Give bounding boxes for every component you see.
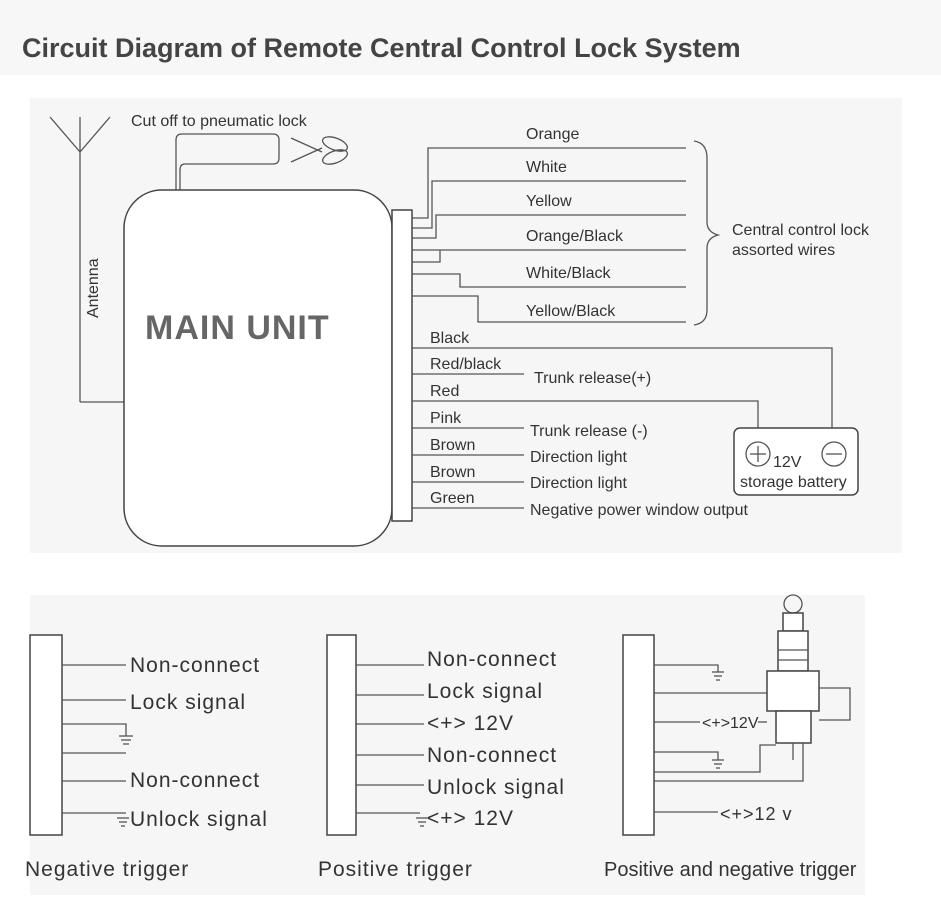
neg-non-connect-2: Non-connect (130, 769, 260, 792)
battery-voltage-label: 12V (773, 454, 802, 471)
direction-light-label-1: Direction light (530, 449, 627, 466)
wire-label-brown-2: Brown (430, 464, 475, 481)
central-lock-wire-group (412, 147, 686, 323)
direction-light-label-2: Direction light (530, 475, 627, 492)
wire-label-pink: Pink (430, 410, 462, 427)
wire-label-white-black: White/Black (526, 265, 611, 282)
negative-trigger-caption: Negative trigger (25, 858, 189, 881)
wire-label-red-black: Red/black (430, 356, 502, 373)
central-lock-label-line1: Central control lock (732, 222, 870, 239)
pos-neg-trigger-wires (654, 664, 804, 813)
neg-lock-signal: Lock signal (130, 691, 246, 714)
positive-trigger-caption: Positive trigger (318, 858, 473, 881)
positive-trigger-wires (356, 664, 424, 814)
main-unit-box (123, 189, 393, 547)
pos-neg-trigger-caption: Positive and negative trigger (604, 859, 857, 881)
pos-lock-signal: Lock signal (427, 680, 543, 703)
pn-12v-1: <+>12V (702, 715, 759, 732)
pn-12v-2: <+>12 v (720, 804, 793, 824)
ground-icon (712, 671, 724, 681)
antenna-icon (49, 116, 124, 403)
wire-label-green: Green (430, 490, 474, 507)
minus-terminal-icon (821, 441, 847, 467)
wire-label-black: Black (430, 330, 470, 347)
neg-non-connect-1: Non-connect (130, 654, 260, 677)
negative-trigger-connector (29, 634, 63, 836)
main-unit-label: MAIN UNIT (145, 309, 330, 347)
central-lock-label-line2: assorted wires (732, 242, 835, 259)
ground-icon (416, 817, 428, 827)
main-unit-connector (391, 209, 413, 522)
pneumatic-loop-wire (175, 133, 280, 190)
wire-label-yellow: Yellow (526, 193, 572, 210)
wire-label-red: Red (430, 383, 459, 400)
ground-icon (117, 817, 129, 827)
wire-label-orange: Orange (526, 126, 579, 143)
neg-unlock-signal: Unlock signal (130, 808, 268, 831)
negative-trigger-wires (62, 664, 127, 814)
trunk-release-plus-label: Trunk release(+) (534, 370, 651, 387)
ground-icon (119, 735, 133, 745)
pos-neg-trigger-connector (622, 634, 655, 836)
bottom-diagram-panel (30, 595, 865, 895)
lower-wires (412, 347, 833, 509)
diagram-title: Circuit Diagram of Remote Central Contro… (22, 33, 741, 63)
pos-non-connect-2: Non-connect (427, 744, 557, 767)
wire-label-brown-1: Brown (430, 437, 475, 454)
power-window-label: Negative power window output (530, 502, 748, 519)
pos-12v-1: <+> 12V (427, 712, 514, 735)
wire-label-yellow-black: Yellow/Black (526, 303, 616, 320)
pos-unlock-signal: Unlock signal (427, 776, 565, 799)
wire-label-orange-black: Orange/Black (526, 228, 624, 245)
pos-non-connect-1: Non-connect (427, 648, 557, 671)
ground-icon (712, 759, 724, 769)
scissors-icon (290, 136, 349, 165)
cut-off-label: Cut off to pneumatic lock (131, 113, 308, 130)
wire-label-white: White (526, 159, 567, 176)
wire-group-brace (693, 140, 721, 326)
antenna-label: Antenna (85, 258, 102, 318)
battery-label: storage battery (740, 474, 847, 491)
title-panel (0, 0, 941, 75)
actuator-icon (766, 594, 851, 760)
trunk-release-minus-label: Trunk release (-) (530, 423, 648, 440)
pos-12v-2: <+> 12V (427, 807, 514, 830)
positive-trigger-connector (326, 634, 357, 836)
plus-terminal-icon (745, 441, 771, 467)
